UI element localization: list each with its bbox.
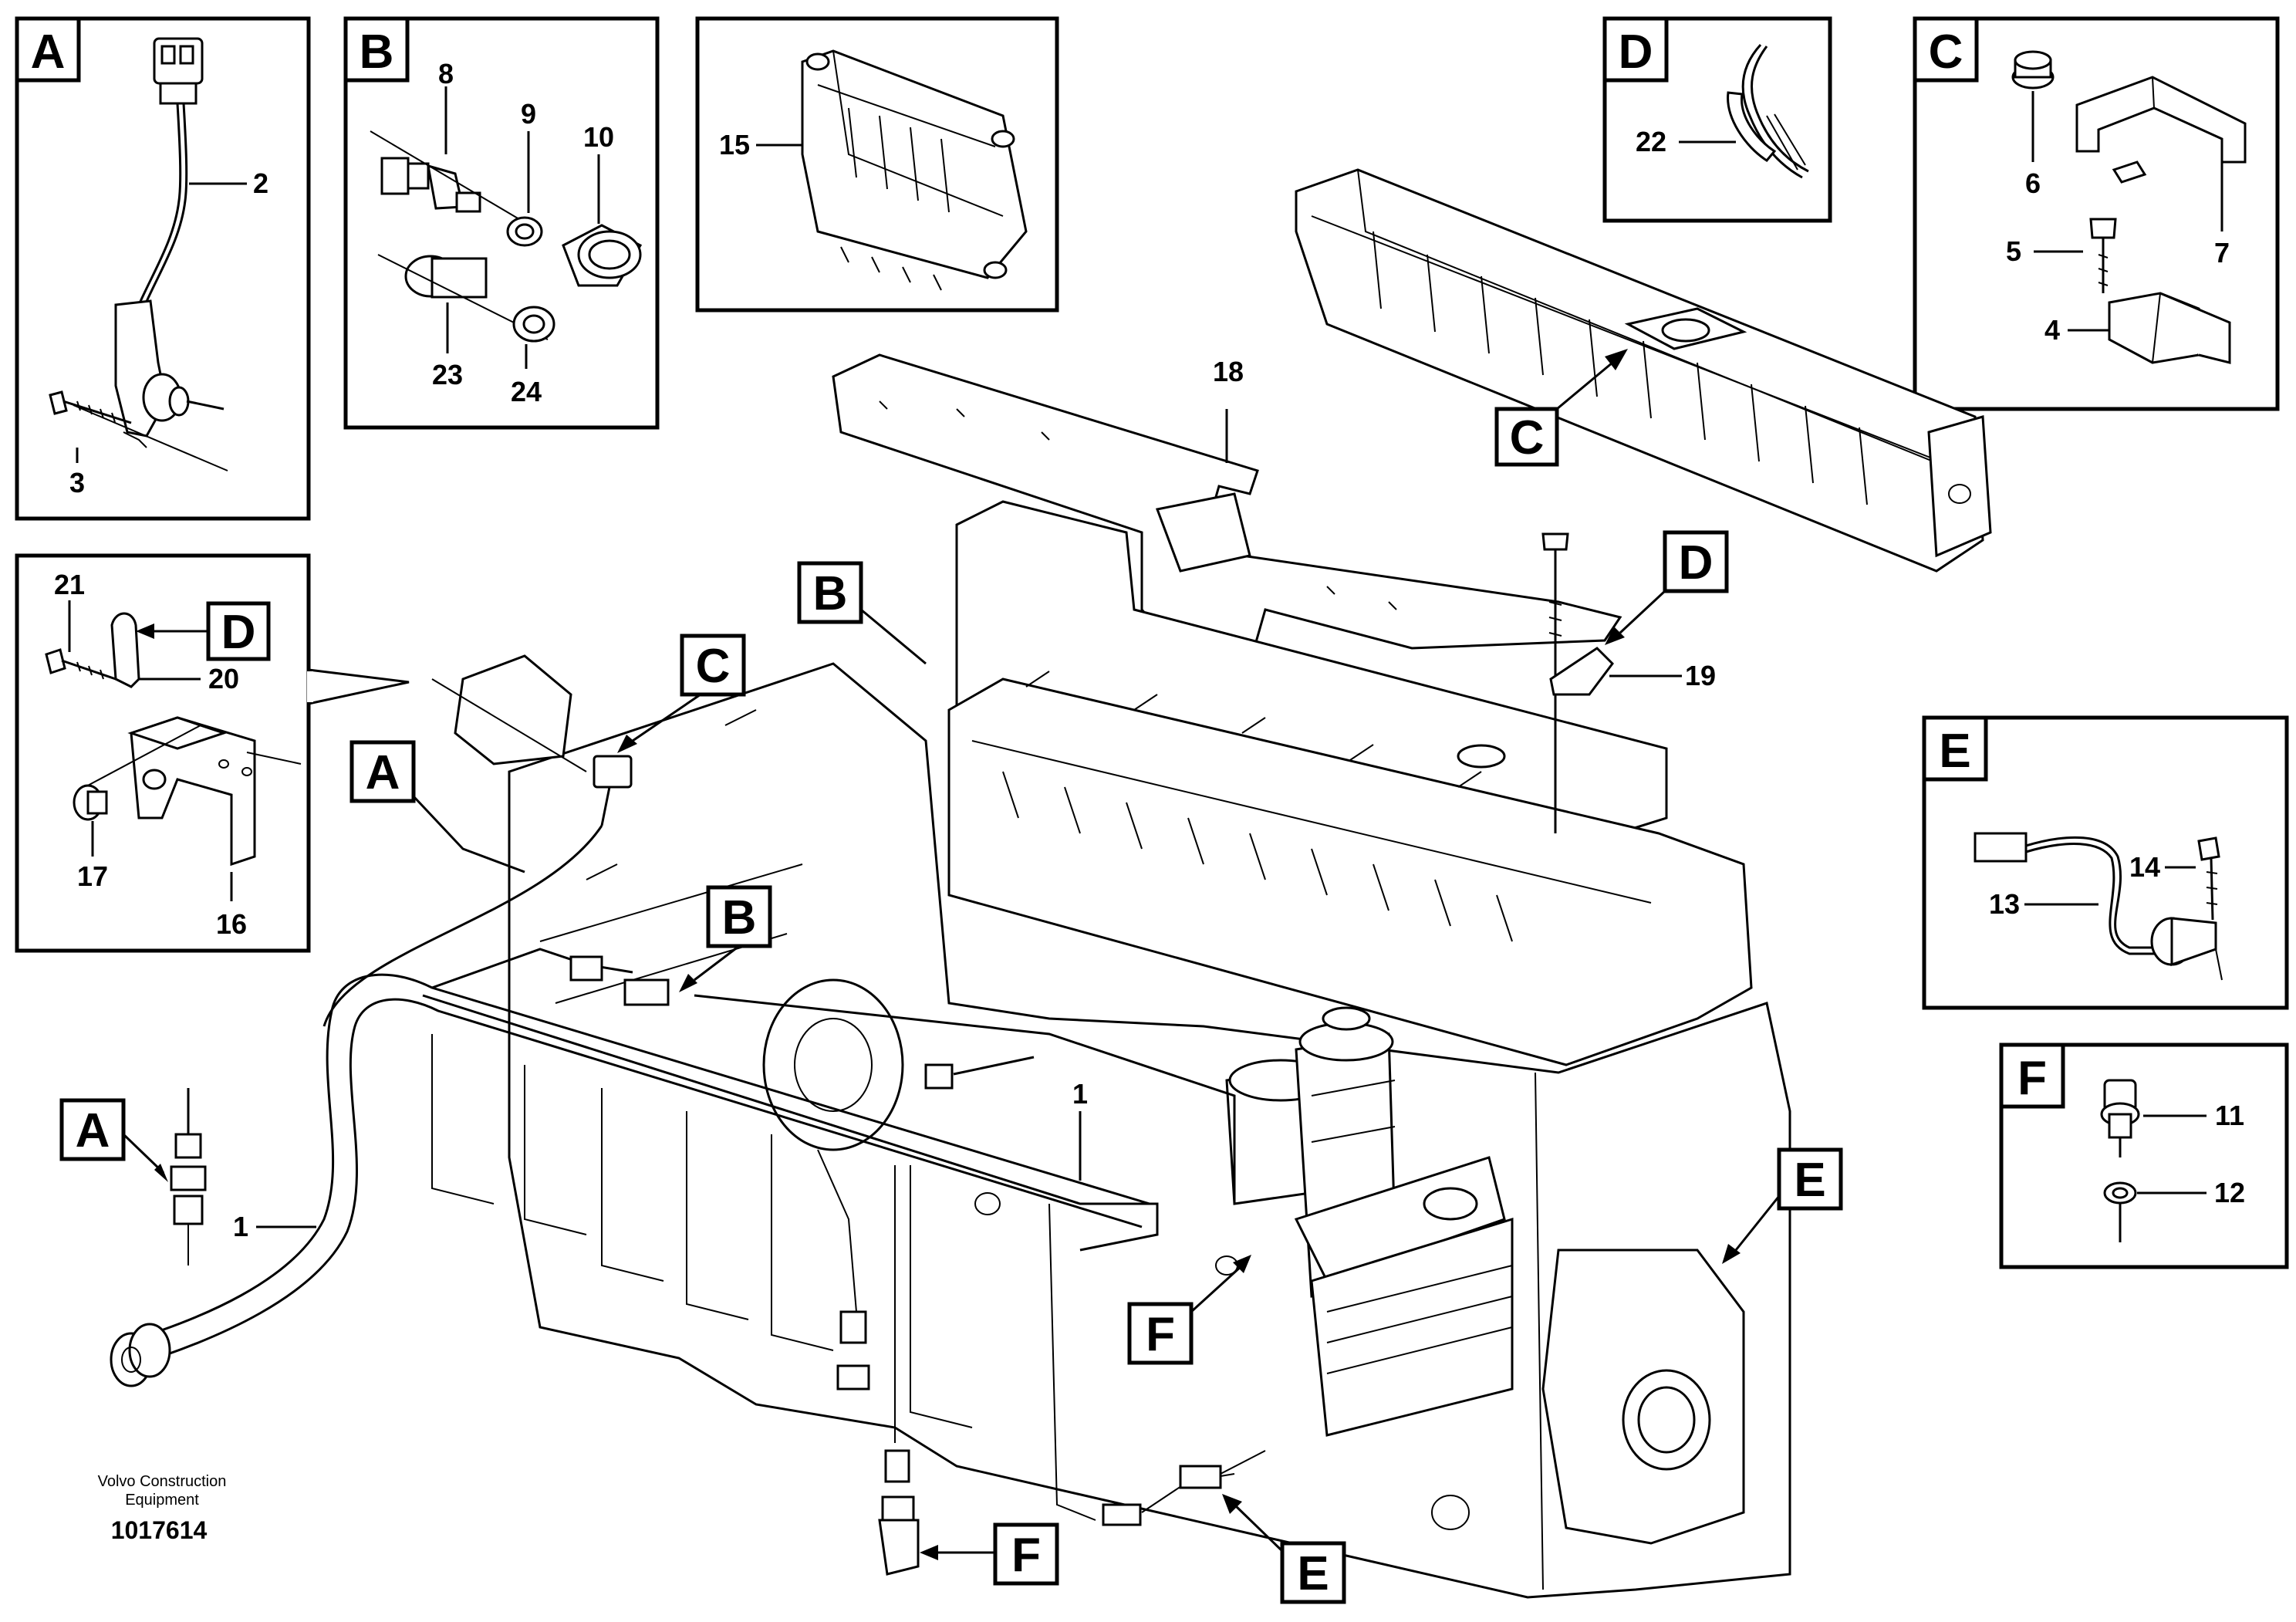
manifold-c-tag: C — [1510, 411, 1545, 465]
part-19-label: 19 — [1685, 660, 1716, 691]
main-b-tag: B — [813, 567, 848, 620]
cylinder-head — [947, 500, 1753, 1066]
main-e-tag: E — [1794, 1154, 1825, 1207]
part-18-label: 18 — [1213, 356, 1244, 387]
main-callouts: A A B B C D 19 1 — [59, 530, 1843, 1604]
part-14-label: 14 — [2129, 851, 2160, 883]
part-22-label: 22 — [1636, 126, 1666, 157]
part-24-label: 24 — [511, 376, 542, 407]
part-3-label: 3 — [69, 467, 85, 498]
part-11-label: 11 — [2215, 1100, 2244, 1131]
wiring-harness — [110, 755, 1266, 1576]
part-12-label: 12 — [2214, 1177, 2245, 1208]
company-line-2: Equipment — [125, 1492, 199, 1509]
part-17-label: 17 — [77, 860, 108, 892]
intake-manifold: C — [1295, 168, 1992, 573]
sensor-b-tag: B — [722, 891, 757, 944]
inset-f-panel: F 11 12 — [1999, 1042, 2289, 1269]
lower-e-tag: E — [1297, 1547, 1329, 1600]
inset-d2-tag: D — [221, 606, 256, 659]
inset-e-panel: E 14 13 — [1922, 715, 2289, 1010]
inset-15-panel: 15 — [695, 16, 1059, 313]
main-d-tag: D — [1679, 536, 1714, 590]
inset-e-tag: E — [1939, 725, 1970, 778]
heat-shield-cover: 18 — [832, 353, 1622, 665]
main-c-tag: C — [696, 640, 731, 693]
part-5-label: 5 — [2006, 235, 2021, 267]
lower-f-tag: F — [1011, 1529, 1041, 1582]
inset-c-tag: C — [1929, 25, 1963, 79]
drawing-footer: Volvo Construction Equipment 1017614 — [98, 1473, 227, 1544]
part-15-label: 15 — [719, 129, 750, 161]
sensor-a-tag: A — [76, 1104, 110, 1157]
part-21-label: 21 — [54, 569, 85, 600]
inset-a-panel: A 2 3 — [15, 16, 311, 521]
part-13-label: 13 — [1989, 888, 2020, 920]
inset-c-panel: C 6 7 5 4 — [1913, 16, 2280, 411]
part-2-label: 2 — [253, 167, 268, 199]
inset-d2-panel: 21 20 D 16 17 — [15, 553, 410, 953]
part-23-label: 23 — [432, 359, 463, 390]
part-1-left-label: 1 — [233, 1211, 248, 1242]
part-8-label: 8 — [438, 58, 454, 90]
inset-d-panel: D 22 — [1602, 16, 1832, 223]
part-9-label: 9 — [521, 98, 536, 130]
drawing-number: 1017614 — [111, 1516, 208, 1544]
part-6-label: 6 — [2025, 167, 2041, 199]
part-4-label: 4 — [2044, 314, 2060, 346]
part-1-center-label: 1 — [1072, 1078, 1088, 1110]
part-20-label: 20 — [208, 663, 239, 694]
main-f-tag: F — [1146, 1308, 1175, 1361]
inset-d-tag: D — [1619, 25, 1653, 79]
part-7-label: 7 — [2214, 237, 2230, 269]
main-a-tag: A — [366, 746, 400, 799]
inset-f-tag: F — [2017, 1052, 2047, 1105]
company-line-1: Volvo Construction — [98, 1473, 227, 1490]
part-10-label: 10 — [583, 121, 614, 153]
oil-filters — [1225, 1006, 1514, 1437]
inset-b-tag: B — [360, 25, 394, 79]
inset-a-tag: A — [31, 25, 66, 79]
part-16-label: 16 — [216, 908, 247, 940]
inset-b-panel: B 8 9 10 23 24 — [343, 16, 660, 430]
